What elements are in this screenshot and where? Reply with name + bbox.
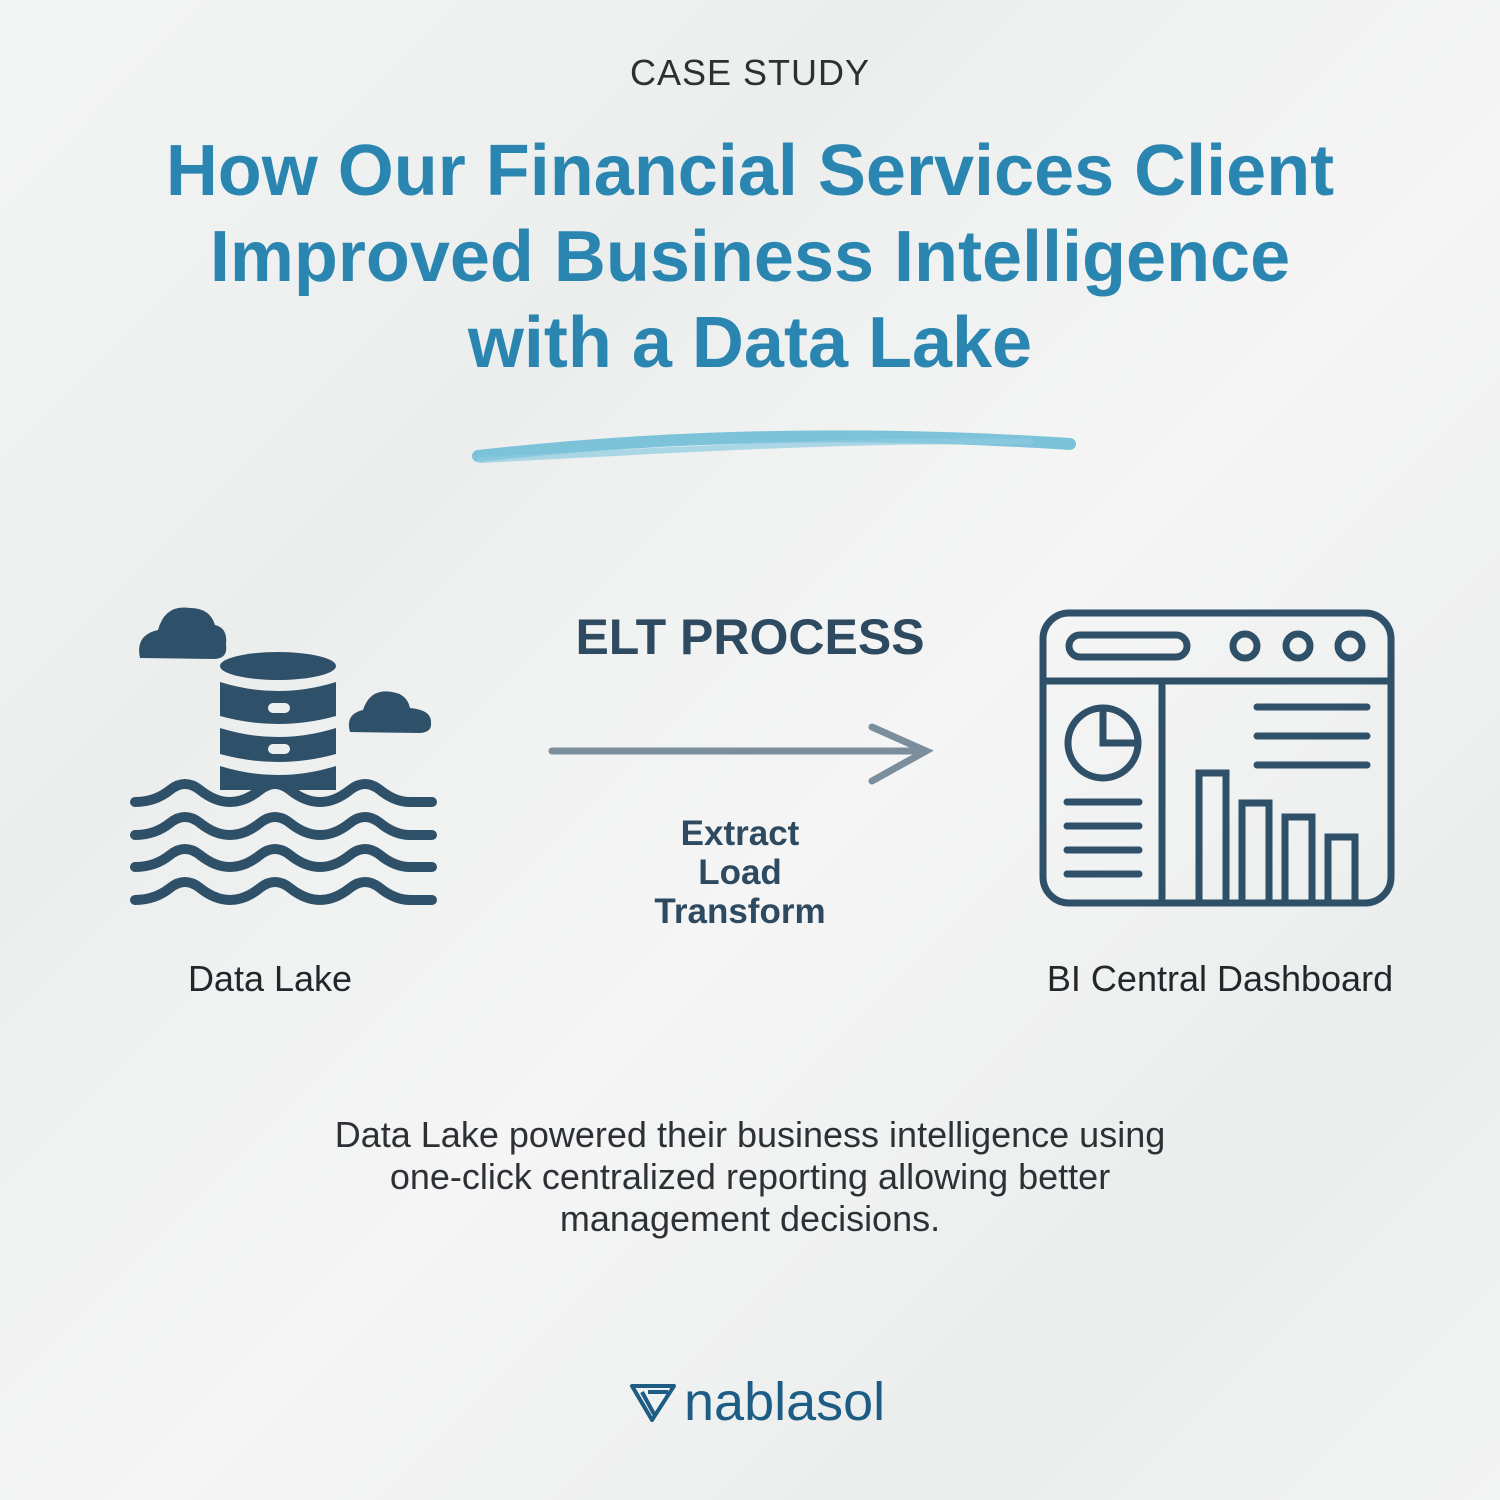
brand-logo: nablasol bbox=[628, 1372, 885, 1432]
dashboard-label: BI Central Dashboard bbox=[1046, 958, 1394, 999]
data-lake-label: Data Lake bbox=[187, 958, 353, 999]
description-line: Data Lake powered their business intelli… bbox=[334, 1114, 1166, 1155]
dashboard-icon bbox=[1039, 609, 1395, 907]
description: Data Lake powered their business intelli… bbox=[0, 1114, 1500, 1240]
elt-steps: Extract Load Transform bbox=[590, 814, 890, 931]
brush-underline bbox=[472, 430, 1076, 463]
title-line: Improved Business Intelligence bbox=[209, 217, 1291, 297]
brand-name: nablasol bbox=[684, 1372, 886, 1432]
description-line: management decisions. bbox=[559, 1198, 941, 1239]
title-line: How Our Financial Services Client bbox=[165, 131, 1335, 211]
page-title: How Our Financial Services Client Improv… bbox=[0, 128, 1500, 386]
step-transform: Transform bbox=[654, 892, 826, 931]
step-extract: Extract bbox=[680, 814, 800, 853]
elt-process-title: ELT PROCESS bbox=[575, 609, 925, 665]
nabla-logo-icon bbox=[630, 1384, 676, 1422]
description-line: one-click centralized reporting allowing… bbox=[389, 1156, 1111, 1197]
data-lake-icon bbox=[130, 607, 437, 906]
step-load: Load bbox=[698, 853, 782, 892]
arrow-right-icon bbox=[548, 723, 934, 785]
title-line: with a Data Lake bbox=[467, 303, 1033, 383]
kicker: CASE STUDY bbox=[629, 52, 871, 93]
